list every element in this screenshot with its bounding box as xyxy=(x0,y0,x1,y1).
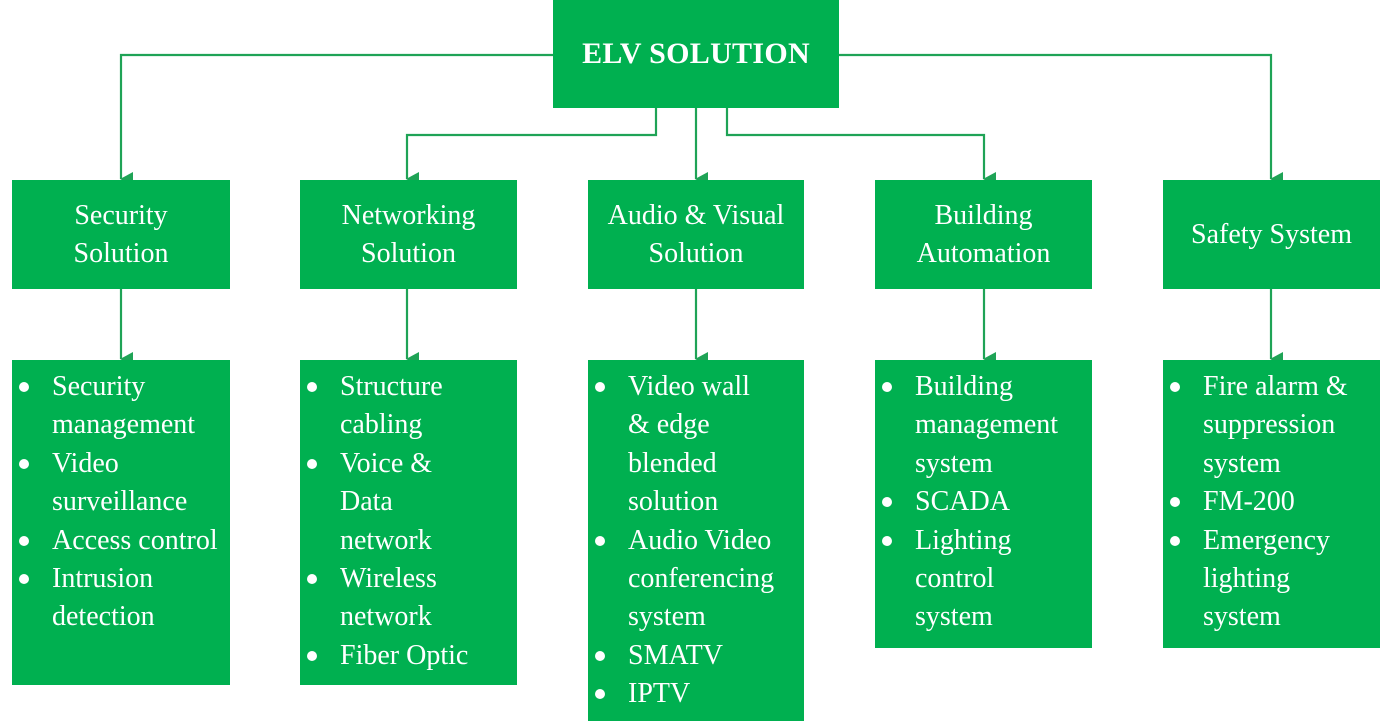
bullet-icon xyxy=(594,368,606,406)
item-text: Video wall & edge blended solution xyxy=(628,371,750,518)
list-item: Security management xyxy=(12,368,226,445)
category-label: Building Automation xyxy=(916,199,1051,269)
bullet-icon xyxy=(594,522,606,560)
list-item: Emergency lighting system xyxy=(1163,522,1376,637)
category-building-automation: Building Automation xyxy=(875,180,1092,289)
list-item: Voice & Data network xyxy=(300,445,513,560)
category-label: Audio & Visual Solution xyxy=(607,199,785,269)
details-list: Building management system SCADA Lightin… xyxy=(875,368,1088,637)
details-networking: Structure cabling Voice & Data network W… xyxy=(300,360,517,685)
item-text: Audio Video conferencing system xyxy=(628,524,775,633)
item-text: Wireless network xyxy=(340,563,437,633)
bullet-icon xyxy=(1169,368,1181,406)
details-safety-system: Fire alarm & suppression system FM-200 E… xyxy=(1163,360,1380,648)
category-safety-system: Safety System xyxy=(1163,180,1380,289)
list-item: Lighting control system xyxy=(875,522,1088,637)
item-text: Emergency lighting system xyxy=(1203,524,1330,633)
category-label: Security Solution xyxy=(73,199,169,269)
list-item: FM-200 xyxy=(1163,483,1376,521)
bullet-icon xyxy=(18,560,30,598)
connector-root-to-building xyxy=(725,108,996,186)
item-text: Fiber Optic xyxy=(340,639,469,671)
root-node-elv-solution: ELV SOLUTION xyxy=(553,0,839,108)
item-text: Lighting control system xyxy=(915,524,1012,633)
list-item: SCADA xyxy=(875,483,1088,521)
item-text: Voice & Data network xyxy=(340,447,433,556)
item-text: Building management system xyxy=(915,371,1059,479)
details-list: Structure cabling Voice & Data network W… xyxy=(300,368,513,675)
item-text: SCADA xyxy=(915,486,1010,518)
list-item: Video surveillance xyxy=(12,445,226,522)
list-item: Intrusion detection xyxy=(12,560,226,637)
bullet-icon xyxy=(306,445,318,483)
list-item: Building management system xyxy=(875,368,1088,483)
connector-root-to-security xyxy=(119,53,553,186)
bullet-icon xyxy=(306,368,318,406)
list-item: Fire alarm & suppression system xyxy=(1163,368,1376,483)
details-list: Fire alarm & suppression system FM-200 E… xyxy=(1163,368,1376,637)
root-title: ELV SOLUTION xyxy=(582,37,810,70)
list-item: Video wall & edge blended solution xyxy=(588,368,800,522)
item-text: Intrusion detection xyxy=(52,563,155,633)
bullet-icon xyxy=(1169,483,1181,521)
item-text: Video surveillance xyxy=(52,447,188,518)
category-networking: Networking Solution xyxy=(300,180,517,289)
bullet-icon xyxy=(306,637,318,675)
bullet-icon xyxy=(881,483,893,521)
bullet-icon xyxy=(881,368,893,406)
details-building-automation: Building management system SCADA Lightin… xyxy=(875,360,1092,648)
list-item: SMATV xyxy=(588,637,800,675)
list-item: Access control xyxy=(12,522,226,560)
list-item: Audio Video conferencing system xyxy=(588,522,800,637)
category-security: Security Solution xyxy=(12,180,230,289)
category-audio-visual: Audio & Visual Solution xyxy=(588,180,804,289)
item-text: Access control xyxy=(52,524,218,556)
connector-root-to-safety xyxy=(839,53,1283,186)
connector-root-to-networking xyxy=(405,108,658,186)
details-list: Security management Video surveillance A… xyxy=(12,368,226,637)
bullet-icon xyxy=(881,522,893,560)
item-text: SMATV xyxy=(628,639,723,671)
bullet-icon xyxy=(18,445,30,483)
bullet-icon xyxy=(1169,522,1181,560)
details-security: Security management Video surveillance A… xyxy=(12,360,230,685)
item-text: IPTV xyxy=(628,678,691,710)
list-item: IPTV xyxy=(588,675,800,713)
category-label: Safety System xyxy=(1191,218,1352,250)
item-text: FM-200 xyxy=(1203,486,1295,518)
bullet-icon xyxy=(594,637,606,675)
item-text: Structure cabling xyxy=(340,371,443,441)
list-item: Fiber Optic xyxy=(300,637,513,675)
item-text: Security management xyxy=(52,371,196,441)
details-list: Video wall & edge blended solution Audio… xyxy=(588,368,800,714)
category-label: Networking Solution xyxy=(341,199,476,269)
bullet-icon xyxy=(306,560,318,598)
details-audio-visual: Video wall & edge blended solution Audio… xyxy=(588,360,804,721)
bullet-icon xyxy=(18,368,30,406)
list-item: Wireless network xyxy=(300,560,513,637)
bullet-icon xyxy=(18,522,30,560)
bullet-icon xyxy=(594,675,606,713)
list-item: Structure cabling xyxy=(300,368,513,445)
item-text: Fire alarm & suppression system xyxy=(1203,371,1348,479)
